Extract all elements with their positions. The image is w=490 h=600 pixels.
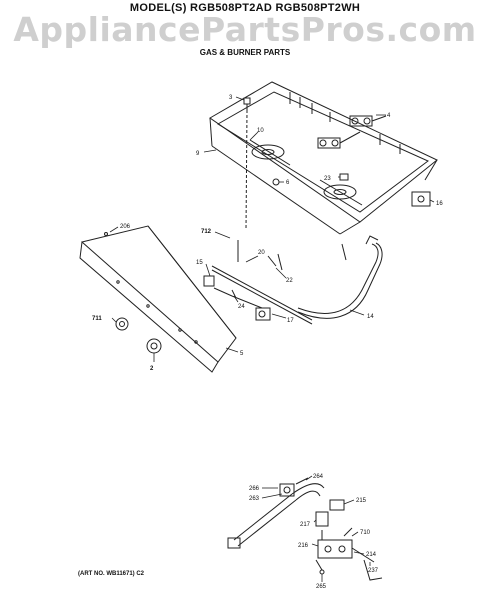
callout: 712 bbox=[201, 229, 212, 235]
leader-lines bbox=[109, 96, 435, 582]
callout: 215 bbox=[356, 498, 367, 504]
callout: 4 bbox=[387, 113, 391, 119]
callout: 14 bbox=[367, 314, 374, 320]
callout: 10 bbox=[257, 128, 264, 134]
model-title: MODEL(S) RGB508PT2AD RGB508PT2WH bbox=[129, 2, 361, 14]
callout: 20 bbox=[258, 250, 265, 256]
watermark: AppliancePartsPros.com bbox=[13, 10, 477, 49]
callout: 264 bbox=[313, 474, 324, 480]
callout: 214 bbox=[366, 552, 377, 558]
callout: 2 bbox=[150, 366, 154, 372]
gas-manifold-pipe bbox=[203, 240, 313, 325]
callout: 15 bbox=[196, 260, 203, 266]
callout: 710 bbox=[360, 530, 371, 536]
callout: 23 bbox=[324, 176, 331, 182]
callout: 9 bbox=[196, 151, 200, 157]
callout: 24 bbox=[238, 304, 245, 310]
callout: 22 bbox=[286, 278, 293, 284]
callout: 5 bbox=[240, 351, 244, 357]
callout: 206 bbox=[120, 224, 131, 230]
callout: 711 bbox=[92, 316, 102, 322]
callout: 216 bbox=[298, 543, 309, 549]
screw-6 bbox=[272, 178, 280, 186]
manifold-panel bbox=[79, 225, 237, 373]
bracket-16 bbox=[411, 191, 431, 207]
lower-valve-assembly bbox=[227, 477, 383, 581]
callout: 17 bbox=[287, 318, 294, 324]
burner-tube-14 bbox=[297, 235, 383, 319]
callout: 266 bbox=[249, 486, 260, 492]
callout: 237 bbox=[368, 568, 379, 574]
callout-labels: 3 4 10 9 6 23 16 206 712 20 15 22 24 17 … bbox=[92, 95, 443, 590]
burner-box bbox=[209, 81, 438, 235]
callout: 16 bbox=[436, 201, 443, 207]
callout: 3 bbox=[229, 95, 233, 101]
callout: 217 bbox=[300, 522, 311, 528]
knob-2 bbox=[146, 338, 162, 354]
callout: 265 bbox=[316, 584, 327, 590]
section-subtitle: GAS & BURNER PARTS bbox=[199, 48, 291, 57]
orifice-part bbox=[243, 97, 251, 231]
knob-711 bbox=[115, 317, 129, 331]
callout: 6 bbox=[286, 180, 290, 186]
callout: 263 bbox=[249, 496, 260, 502]
igniter-assembly bbox=[317, 115, 387, 149]
art-number: (ART NO. WB11671) C2 bbox=[78, 571, 145, 577]
clip-23 bbox=[339, 173, 349, 181]
